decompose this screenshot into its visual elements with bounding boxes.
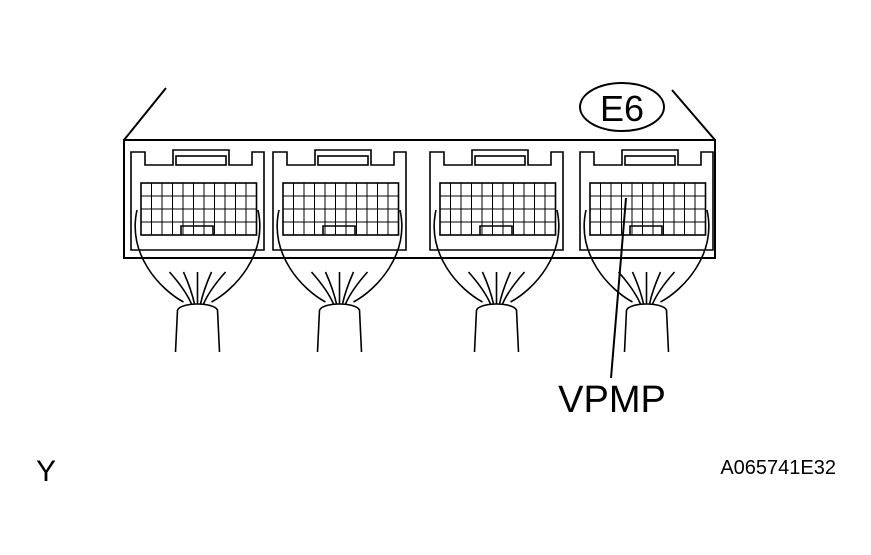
connector-id-bubble — [579, 82, 665, 132]
connector-frame — [579, 149, 714, 251]
connector-module — [130, 149, 265, 353]
harness-outline — [276, 209, 403, 303]
connector-group — [130, 149, 714, 353]
connector-latch — [317, 155, 369, 166]
harness-wire — [182, 271, 196, 305]
pin-grid — [282, 182, 400, 236]
harness-wire — [648, 271, 662, 305]
terminal-leader-line — [610, 197, 627, 379]
connector-id-label: E6 — [600, 88, 644, 129]
connector-latch — [175, 155, 227, 166]
connector-frame — [272, 149, 407, 251]
ecu-housing — [123, 87, 716, 259]
harness-wire — [467, 271, 492, 305]
pin-grid — [589, 182, 707, 236]
cable-sheath — [174, 303, 221, 353]
figure-code: A065741E32 — [720, 457, 836, 479]
pin-grid — [140, 182, 258, 236]
harness-wire — [324, 271, 338, 305]
cable-sheath — [623, 303, 670, 353]
harness-outline — [433, 209, 560, 303]
harness-wire — [199, 271, 213, 305]
connector-key — [180, 225, 214, 235]
terminal-label: VPMP — [558, 379, 666, 421]
harness-wire — [501, 271, 526, 305]
connector-frame — [130, 149, 265, 251]
harness-wire — [341, 271, 355, 305]
harness-wire — [498, 271, 512, 305]
connector-frame — [429, 149, 564, 251]
harness-outline — [134, 209, 261, 303]
harness-wire — [651, 271, 676, 305]
harness-wire — [617, 271, 642, 305]
connector-module — [272, 149, 407, 353]
connector-latch — [624, 155, 676, 166]
cable-sheath — [473, 303, 520, 353]
harness-wire — [344, 271, 369, 305]
connector-module — [429, 149, 564, 353]
pin-grid — [439, 182, 557, 236]
harness-wire — [310, 271, 335, 305]
connector-module — [579, 149, 714, 353]
connector-latch — [474, 155, 526, 166]
connector-key — [322, 225, 356, 235]
cable-sheath — [316, 303, 363, 353]
corner-letter: Y — [36, 455, 56, 488]
harness-wire — [631, 271, 645, 305]
harness-outline — [583, 209, 710, 303]
harness-wire — [202, 271, 227, 305]
harness-wire — [481, 271, 495, 305]
connector-key — [629, 225, 663, 235]
connector-id-callout: E6 — [579, 82, 665, 132]
connector-key — [479, 225, 513, 235]
harness-wire — [168, 271, 193, 305]
